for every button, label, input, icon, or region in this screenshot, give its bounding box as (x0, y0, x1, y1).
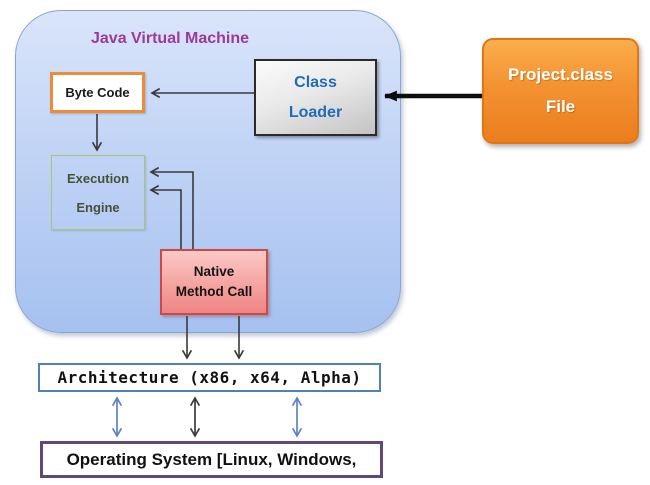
native-method-call-label-line2: Method Call (175, 284, 253, 299)
execution-engine-label-line1: Execution (66, 170, 130, 186)
project-class-file-label-line2: File (545, 97, 576, 116)
class-loader-label-line2: Loader (288, 103, 343, 121)
operating-system-label: Operating System [Linux, Windows, (66, 449, 357, 469)
class-loader-box: Class Loader (254, 59, 377, 136)
class-loader-label-line1: Class (294, 73, 337, 91)
project-class-file-label-line1: Project.class (508, 65, 613, 84)
native-method-call-label-line1: Native (193, 264, 235, 279)
execution-engine-label-line2: Engine (76, 199, 120, 215)
byte-code-label: Byte Code (65, 85, 130, 100)
jvm-title: Java Virtual Machine (91, 30, 249, 47)
byte-code-box: Byte Code (50, 72, 145, 113)
operating-system-box: Operating System [Linux, Windows, (40, 441, 383, 478)
native-method-call-box: Native Method Call (160, 249, 268, 315)
architecture-box: Architecture (x86, x64, Alpha) (38, 363, 381, 392)
architecture-label: Architecture (x86, x64, Alpha) (57, 368, 362, 387)
execution-engine-box: Execution Engine (51, 155, 145, 230)
project-class-file-box: Project.class File (482, 38, 639, 144)
